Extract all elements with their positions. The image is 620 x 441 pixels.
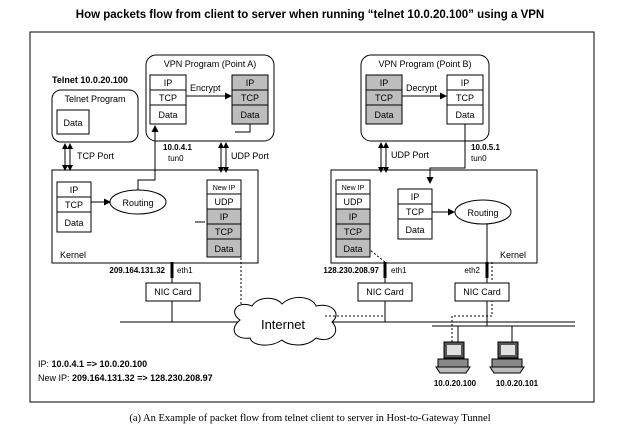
gateway-stack-ip: IP	[411, 192, 420, 202]
vpn-b-right-stack: IP TCP Data	[446, 74, 484, 125]
vpn-a-left-stack: IP TCP Data	[149, 74, 187, 125]
gateway-routing-ellipse	[454, 199, 512, 225]
vpn-a-left-tcp: TCP	[159, 93, 177, 103]
client-routing-to-tun0	[137, 168, 156, 190]
diagram-title: How packets flow from client to server w…	[75, 9, 545, 21]
gateway-eth1-ip: 128.230.208.97	[323, 266, 379, 275]
gateway-packet-tcp: TCP	[344, 227, 362, 237]
computer-icon	[489, 341, 525, 374]
telnet-command: Telnet 10.0.20.100	[52, 75, 128, 85]
client-packet-udp: UDP	[214, 197, 233, 207]
telnet-data-label: Data	[63, 118, 82, 128]
client-packet-tcp: TCP	[215, 227, 233, 237]
client-eth1-ip: 209.164.131.32	[109, 266, 165, 275]
gateway-dotted-out	[451, 262, 493, 352]
encrypt-label: Encrypt	[190, 83, 221, 93]
client-packet-stack: New IP UDP IP TCP Data	[206, 179, 242, 258]
vpn-b-right-data: Data	[455, 110, 474, 120]
host-label-2: 10.0.20.101	[496, 379, 539, 388]
client-tun-name: tun0	[168, 154, 184, 163]
tun0-path-b	[426, 124, 466, 184]
client-stack-data: Data	[64, 218, 83, 228]
gateway-udp-port-connector	[378, 142, 389, 173]
client-stack-ip: IP	[70, 185, 79, 195]
gateway-stack-data: Data	[405, 225, 424, 235]
gateway-tun-ip: 10.0.5.1	[471, 143, 500, 152]
client-packet-data: Data	[214, 244, 233, 254]
client-tcp-port-connector	[62, 143, 73, 171]
vpn-b-left-stack: IP TCP Data	[365, 74, 403, 125]
gateway-tun-name: tun0	[471, 154, 487, 163]
vpn-program-a-title: VPN Program (Point A)	[164, 59, 257, 69]
gateway-packet-newip: New IP	[342, 185, 365, 192]
internet-cloud	[233, 297, 337, 346]
legend-ip-value: 10.0.4.1 => 10.0.20.100	[52, 359, 148, 369]
client-nic-label: NIC Card	[154, 287, 192, 297]
gateway-kernel-box	[330, 169, 538, 264]
vpn-a-left-ip: IP	[164, 78, 173, 88]
gateway-kernel-label: Kernel	[500, 250, 526, 260]
computer-icon	[435, 341, 471, 374]
vpn-a-right-link	[235, 124, 251, 133]
internet-label: Internet	[261, 317, 305, 332]
decrypt-label: Decrypt	[406, 83, 438, 93]
client-kernel-label: Kernel	[60, 250, 86, 260]
gateway-packet-udp: UDP	[343, 197, 362, 207]
vpn-b-right-ip: IP	[461, 78, 470, 88]
client-kernel-stack: IP TCP Data	[56, 181, 92, 233]
client-tun-ip: 10.0.4.1	[163, 143, 192, 152]
telnet-data-box	[56, 109, 90, 135]
client-udp-port-connector	[218, 142, 229, 173]
vpn-b-left-ip: IP	[380, 78, 389, 88]
vpn-a-right-tcp: TCP	[241, 93, 259, 103]
client-nic-card	[145, 282, 201, 302]
legend-newip: New IP: 209.164.131.32 => 128.230.208.97	[38, 373, 213, 383]
client-eth1-name: eth1	[177, 266, 193, 275]
telnet-program-label: Telnet Program	[64, 94, 125, 104]
client-tcp-port-label: TCP Port	[77, 151, 114, 161]
gateway-packet-ip: IP	[349, 212, 358, 222]
legend-newip-label: New IP:	[38, 373, 72, 383]
gateway-nic2-card	[454, 282, 510, 302]
gateway-routing-label: Routing	[467, 208, 498, 218]
gateway-eth2-name: eth2	[464, 266, 480, 275]
gateway-udp-port-label: UDP Port	[391, 150, 429, 160]
legend-newip-value: 209.164.131.32 => 128.230.208.97	[72, 373, 213, 383]
vpn-b-left-tcp: TCP	[375, 93, 393, 103]
client-packet-newip: New IP	[213, 185, 236, 192]
vpn-a-right-ip: IP	[246, 78, 255, 88]
gateway-eth1-name: eth1	[391, 266, 407, 275]
client-udp-port-label: UDP Port	[231, 151, 269, 161]
gateway-kernel-stack: IP TCP Data	[397, 188, 433, 240]
gateway-packet-data: Data	[343, 244, 362, 254]
diagram-frame	[29, 31, 595, 403]
gateway-nic1-label: NIC Card	[366, 287, 404, 297]
gateway-packet-stack: New IP UDP IP TCP Data	[335, 179, 371, 258]
figure-caption: (a) An Example of packet flow from telne…	[129, 413, 491, 424]
gateway-stack-tcp: TCP	[406, 207, 424, 217]
client-routing-label: Routing	[122, 198, 153, 208]
vpn-b-left-data: Data	[374, 110, 393, 120]
vpn-program-b-title: VPN Program (Point B)	[378, 59, 471, 69]
legend-ip-label: IP:	[38, 359, 52, 369]
vpn-a-left-data: Data	[158, 110, 177, 120]
client-packet-ip: IP	[220, 212, 229, 222]
gateway-nic2-label: NIC Card	[463, 287, 501, 297]
host-label-1: 10.0.20.100	[434, 379, 477, 388]
vpn-b-right-tcp: TCP	[456, 93, 474, 103]
client-stack-tcp: TCP	[65, 200, 83, 210]
vpn-a-right-stack: IP TCP Data	[231, 74, 269, 125]
vpn-a-right-data: Data	[240, 110, 259, 120]
legend-ip: IP: 10.0.4.1 => 10.0.20.100	[38, 359, 147, 369]
